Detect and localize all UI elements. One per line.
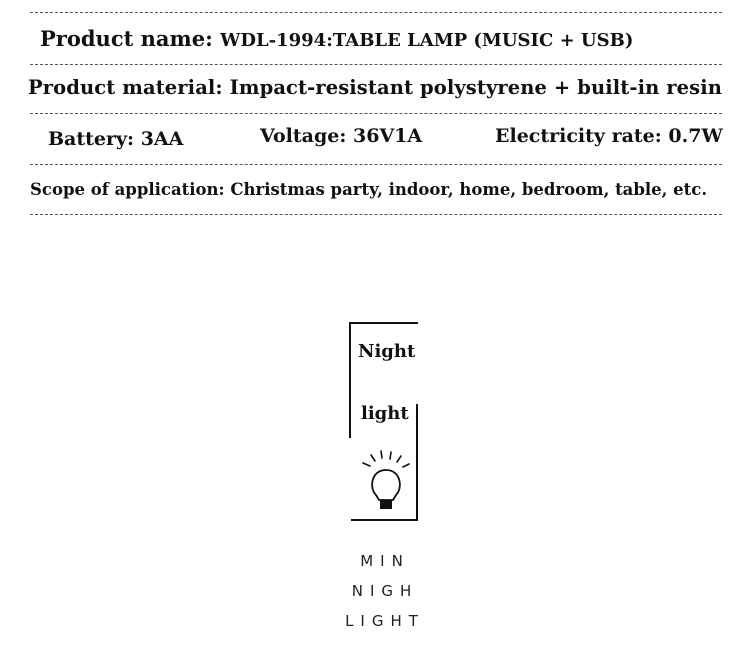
night-light-badge: Night light [349, 322, 421, 522]
badge-line-2: light [361, 403, 409, 424]
spec-value: 36V1A [353, 125, 423, 147]
spec-value: Christmas party, indoor, home, bedroom, … [230, 180, 708, 199]
caption-line-2: NIGH [351, 582, 419, 600]
spec-electricity-rate: Electricity rate: 0.7W [495, 125, 723, 147]
divider-after-battery [30, 164, 722, 165]
spec-voltage: Voltage: 36V1A [260, 125, 422, 147]
divider-after-material [30, 113, 722, 114]
spec-value: 3AA [140, 128, 184, 150]
spec-label: Voltage: [260, 125, 347, 147]
divider-bottom [30, 214, 722, 215]
spec-label: Product name: [40, 26, 213, 51]
spec-label: Product material: [28, 76, 223, 99]
spec-scope: Scope of application: Christmas party, i… [30, 180, 707, 199]
divider-top [30, 12, 722, 13]
light-bulb-icon [362, 450, 410, 509]
spec-value: 0.7W [668, 125, 723, 147]
badge-frame [349, 322, 418, 521]
badge-line-1: Night [358, 341, 416, 362]
caption-line-1: MIN [360, 552, 410, 570]
caption-line-3: LIGHT [345, 612, 425, 630]
spec-battery: Battery: 3AA [48, 128, 183, 150]
divider-after-name [30, 64, 722, 65]
spec-material: Product material: Impact-resistant polys… [28, 76, 722, 99]
spec-label: Scope of application: [30, 180, 225, 199]
spec-value: WDL-1994:TABLE LAMP (MUSIC + USB) [220, 30, 634, 51]
spec-value: Impact-resistant polystyrene + built-in … [229, 76, 723, 99]
spec-label: Battery: [48, 128, 135, 150]
spec-product-name: Product name: WDL-1994:TABLE LAMP (MUSIC… [40, 26, 633, 51]
spec-label: Electricity rate: [495, 125, 662, 147]
